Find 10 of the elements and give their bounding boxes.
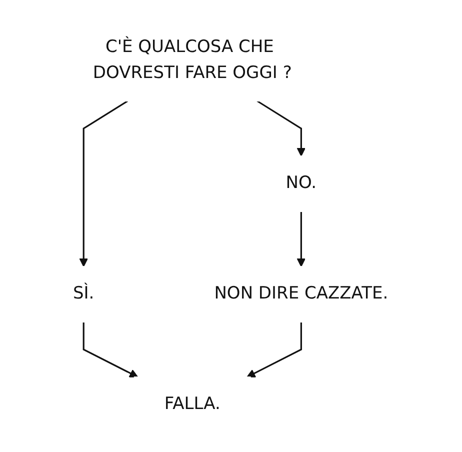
node-text: NO. <box>286 172 318 193</box>
arrow <box>80 100 128 267</box>
node-text: FALLA. <box>164 394 221 414</box>
arrow <box>247 322 302 378</box>
node-text: SÌ. <box>73 283 95 304</box>
node-text: NON DIRE CAZZATE. <box>214 283 389 304</box>
arrow <box>297 211 306 267</box>
node-text: C'È QUALCOSA CHE DOVRESTI FARE OGGI ? <box>93 36 292 82</box>
arrow <box>257 100 306 156</box>
arrow <box>83 322 139 378</box>
